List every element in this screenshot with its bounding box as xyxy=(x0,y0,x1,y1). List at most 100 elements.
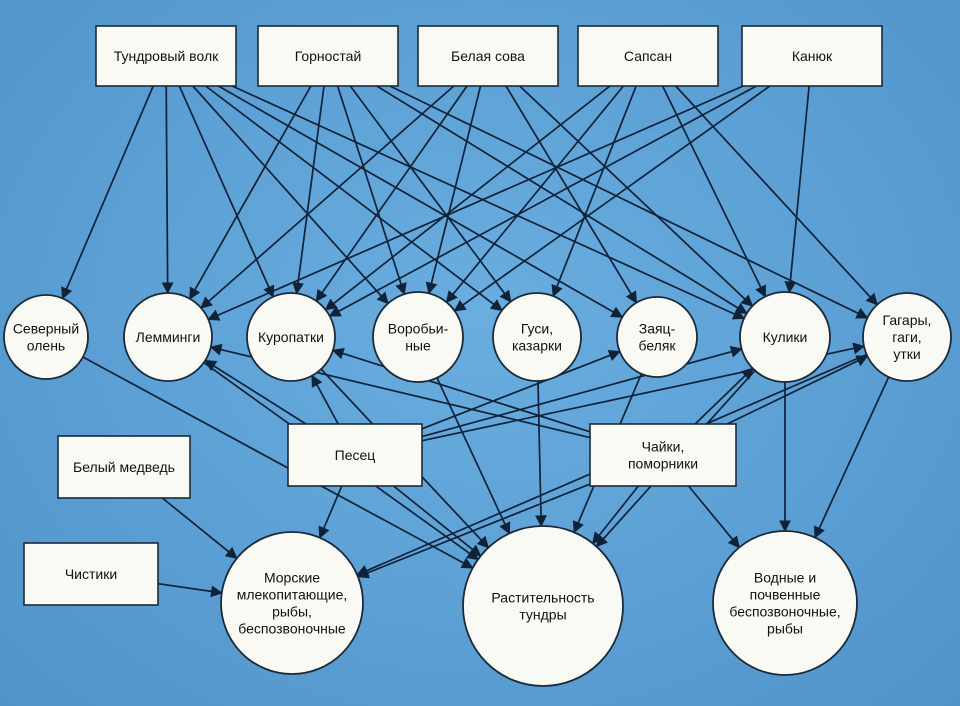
node-shape xyxy=(57,435,191,499)
edge-ermine-to-lemmings xyxy=(189,85,312,300)
edge-geese-to-vegetation xyxy=(535,380,547,528)
node-label: Северный xyxy=(13,321,79,337)
edge-gulls-to-loons xyxy=(726,355,869,425)
edge-falcon-to-waders xyxy=(661,85,767,298)
node-lemmings: Лемминги xyxy=(123,292,213,382)
edge-guillemots-to-marine xyxy=(157,582,223,598)
node-geese: Гуси,казарки xyxy=(492,292,582,382)
node-label: утки xyxy=(893,346,920,362)
edge-ermine-to-ptarmigan xyxy=(292,85,325,295)
node-label: Водные и xyxy=(754,570,816,586)
node-label: Песец xyxy=(335,447,376,463)
node-label: Кулики xyxy=(763,329,808,345)
edge-wolf-to-waders xyxy=(231,85,746,320)
node-shape xyxy=(257,25,399,87)
edge-ermine-to-waders xyxy=(376,85,748,315)
edge-loons-to-aquatic xyxy=(814,376,890,539)
node-shape xyxy=(462,525,624,687)
node-hare: Заяц-беляк xyxy=(616,296,698,378)
node-label: Канюк xyxy=(792,48,833,64)
node-label: рыбы xyxy=(767,621,803,637)
edge-buzzard-to-lemmings xyxy=(207,85,744,321)
node-loons: Гагары,гаги,утки xyxy=(862,292,952,382)
node-label: Морские xyxy=(264,570,320,586)
edge-gulls-to-marine xyxy=(356,483,591,579)
node-label: Заяц- xyxy=(639,321,676,337)
node-label: беспозвоночные xyxy=(238,621,346,637)
edge-buzzard-to-passerines xyxy=(453,85,771,312)
node-label: Лемминги xyxy=(136,329,201,345)
edge-passerines-to-vegetation xyxy=(436,377,511,535)
node-shape xyxy=(220,531,364,675)
node-label: беспозвоночные, xyxy=(729,604,840,620)
node-passerines: Воробьи-ные xyxy=(372,291,464,383)
edge-owl-to-waders xyxy=(519,85,754,307)
node-label: Куропатки xyxy=(258,329,324,345)
node-shape xyxy=(616,296,698,378)
node-guillemots: Чистики xyxy=(23,542,159,606)
edge-buzzard-to-waders xyxy=(784,85,810,294)
node-label: Воробьи- xyxy=(388,321,449,337)
edge-owl-to-ptarmigan xyxy=(315,85,468,302)
node-shape xyxy=(246,292,336,382)
edge-falcon-to-passerines xyxy=(445,85,625,304)
edge-owl-to-hare xyxy=(505,85,638,304)
node-shape xyxy=(123,292,213,382)
node-shape xyxy=(577,25,719,87)
edge-buzzard-to-ptarmigan xyxy=(328,85,757,317)
node-label: Гуси, xyxy=(521,321,553,337)
node-shape xyxy=(372,291,464,383)
edge-arctic_fox-to-ptarmigan xyxy=(311,374,339,425)
edge-ermine-to-geese xyxy=(349,85,512,303)
node-owl: Белая сова xyxy=(417,25,559,87)
node-label: Сапсан xyxy=(624,48,672,64)
node-shape xyxy=(95,25,237,87)
edge-wolf-to-passerines xyxy=(192,85,389,305)
edge-falcon-to-loons xyxy=(675,85,879,306)
node-label: ные xyxy=(405,338,431,354)
node-buzzard: Канюк xyxy=(741,25,883,87)
node-shape xyxy=(862,292,952,382)
edge-arctic_fox-to-marine xyxy=(318,485,343,539)
edge-wolf-to-lemmings xyxy=(161,85,174,295)
edge-wolf-to-geese xyxy=(205,85,503,312)
node-shape xyxy=(712,530,858,676)
node-arctic-fox: Песец xyxy=(287,423,423,487)
node-shape xyxy=(23,542,159,606)
node-shape xyxy=(3,294,89,380)
node-label: гаги, xyxy=(892,329,921,345)
node-shape xyxy=(287,423,423,487)
node-ptarmigan: Куропатки xyxy=(246,292,336,382)
edge-gulls-to-aquatic xyxy=(687,485,740,549)
node-label: почвенные xyxy=(750,587,821,603)
node-label: Гагары, xyxy=(883,312,932,328)
node-shape xyxy=(589,423,737,487)
node-label: тундры xyxy=(519,607,566,623)
edge-ermine-to-loons xyxy=(389,85,869,319)
node-shape xyxy=(739,291,831,383)
node-ermine: Горностай xyxy=(257,25,399,87)
node-label: Чистики xyxy=(65,566,117,582)
node-label: Белый медведь xyxy=(73,459,175,475)
edge-ermine-to-passerines xyxy=(336,85,407,296)
edge-reindeer-to-vegetation xyxy=(82,356,474,569)
edge-gulls-to-waders xyxy=(694,367,754,425)
node-shape xyxy=(417,25,559,87)
node-label: Горностай xyxy=(295,48,362,64)
edge-owl-to-lemmings xyxy=(200,85,455,309)
edge-wolf-to-hare xyxy=(217,85,624,318)
edge-wolf-to-ptarmigan xyxy=(178,85,275,298)
node-wolf: Тундровый волк xyxy=(95,25,237,87)
node-label: Растительность xyxy=(491,590,594,606)
node-shape xyxy=(492,292,582,382)
edge-gulls-to-ptarmigan xyxy=(331,347,591,433)
node-label: млекопитающие, xyxy=(237,587,348,603)
node-falcon: Сапсан xyxy=(577,25,719,87)
node-label: рыбы, xyxy=(272,604,312,620)
